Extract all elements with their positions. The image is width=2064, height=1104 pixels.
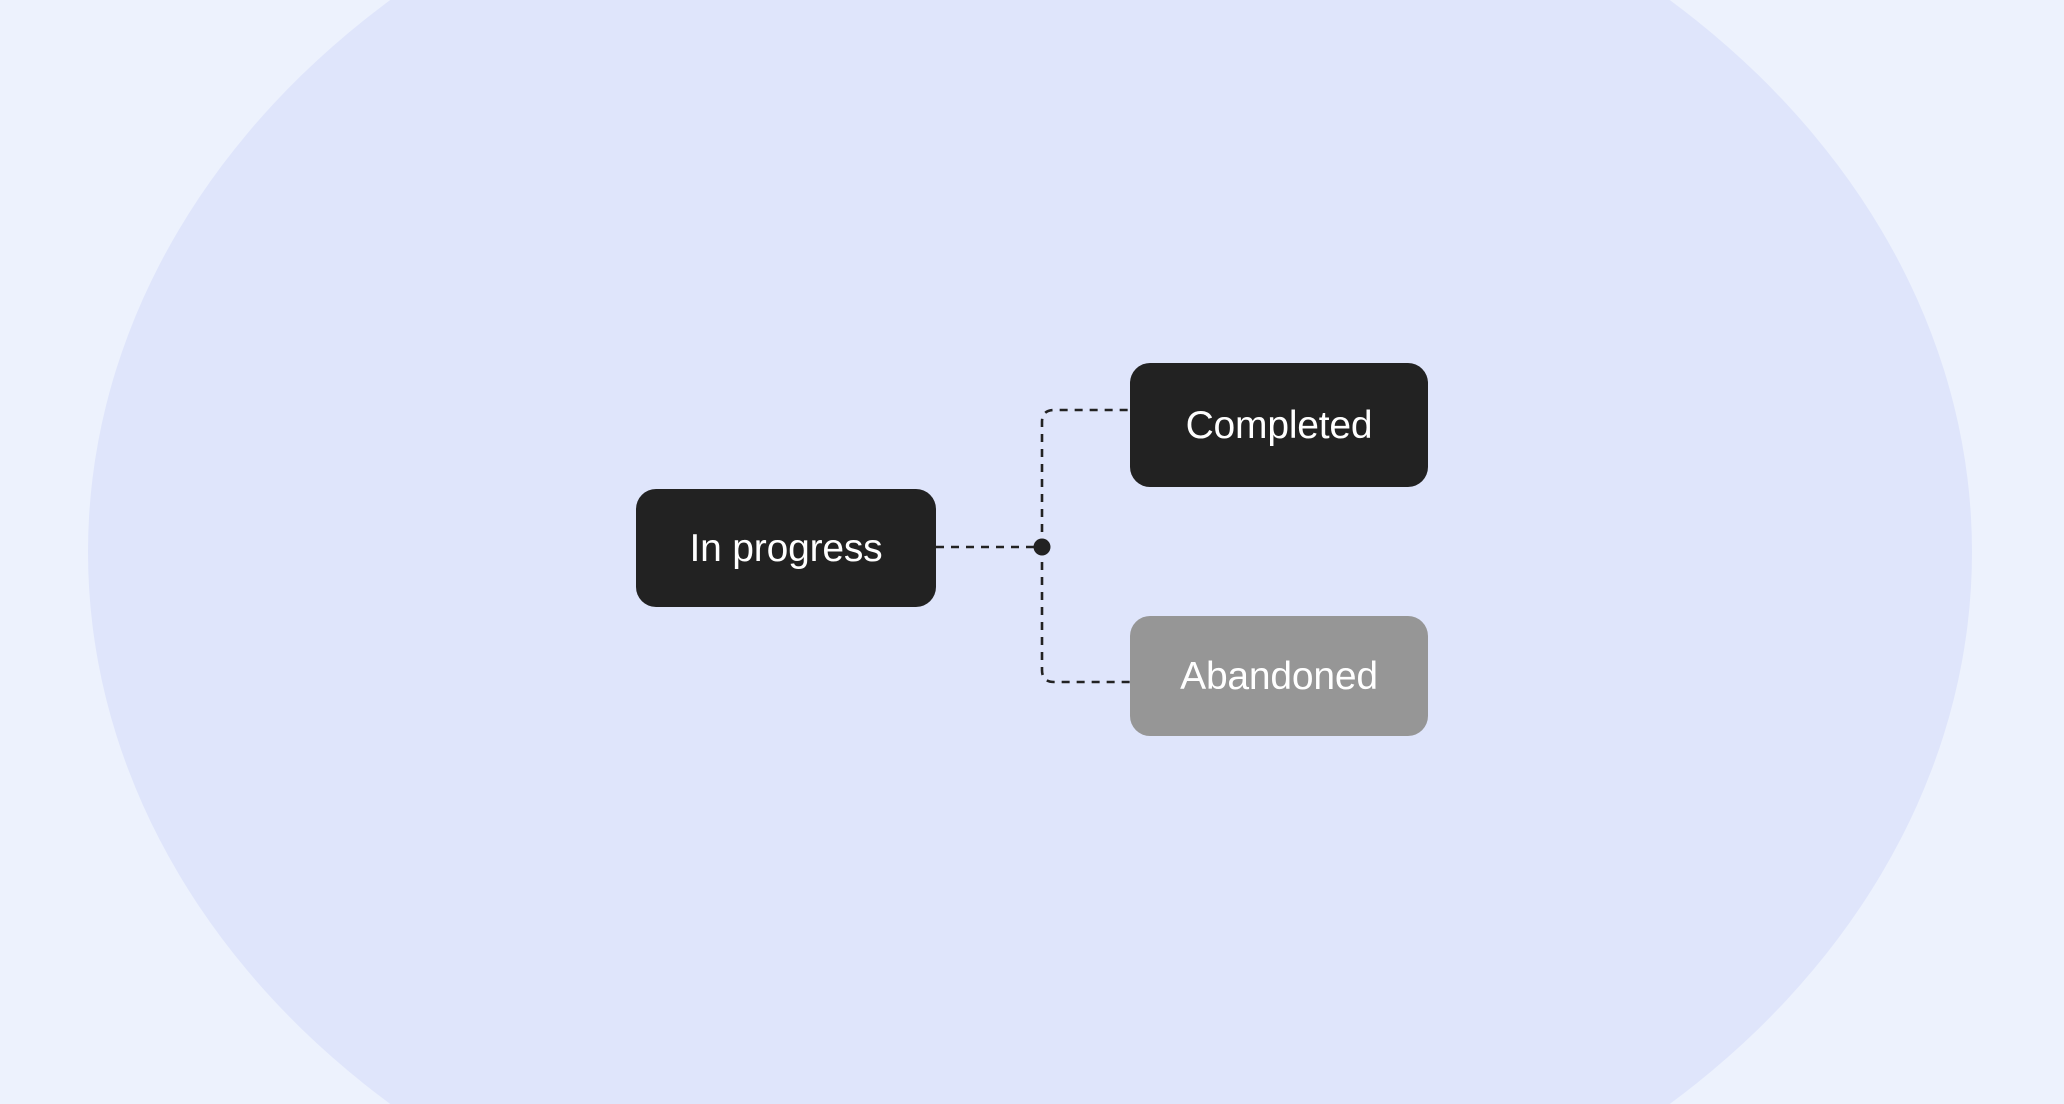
edge-to-abandoned: [1040, 547, 1130, 684]
node-completed[interactable]: Completed: [1130, 363, 1428, 487]
edge-to-completed: [1040, 408, 1130, 547]
node-label-abandoned: Abandoned: [1180, 654, 1378, 698]
node-label-completed: Completed: [1185, 403, 1373, 447]
branch-junction-dot[interactable]: [1033, 538, 1051, 556]
node-label-in-progress: In progress: [689, 526, 883, 570]
background-ellipse: [88, 0, 1972, 1104]
node-in-progress[interactable]: In progress: [636, 489, 936, 607]
node-abandoned[interactable]: Abandoned: [1130, 616, 1428, 736]
